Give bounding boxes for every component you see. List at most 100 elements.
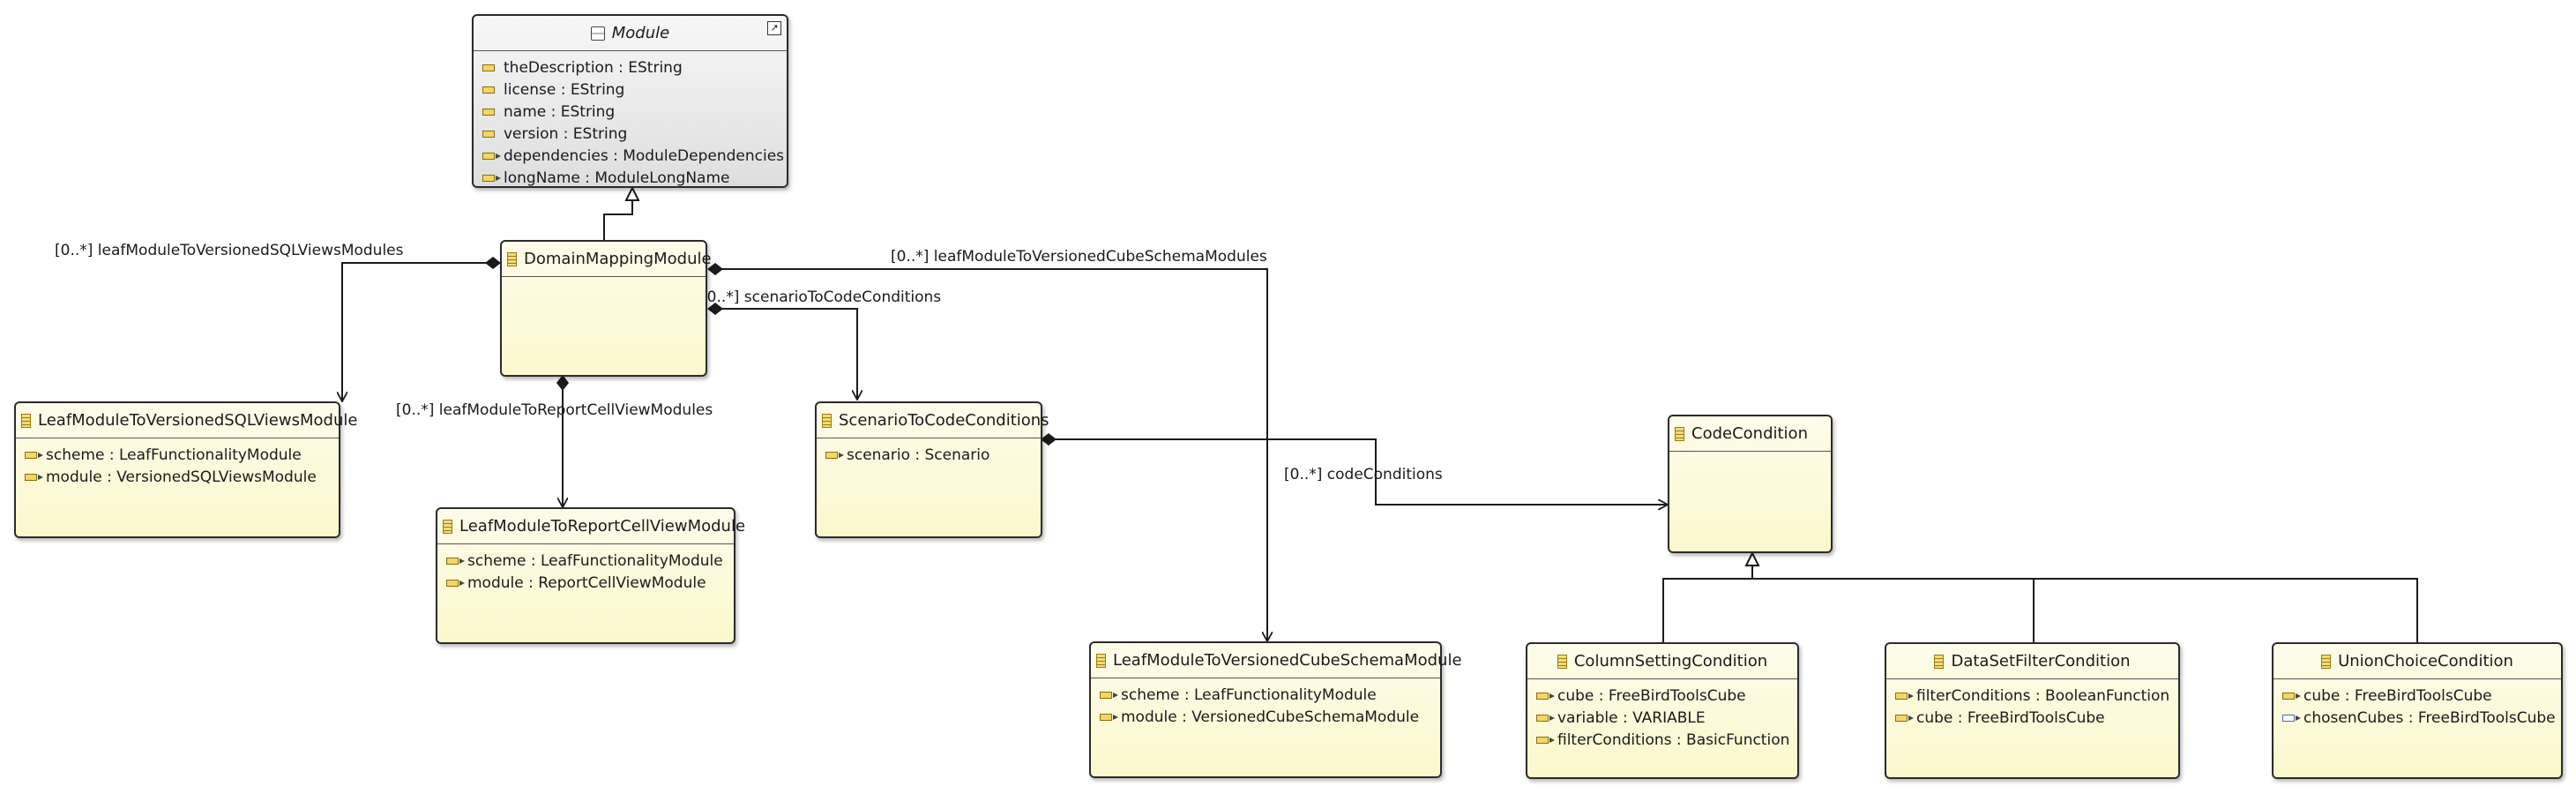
attribute-row[interactable]: filterConditions : BasicFunction (1536, 729, 1789, 751)
class-header: LeafModuleToVersionedCubeSchemaModule (1091, 643, 1462, 678)
assoc-cube-schema-line (720, 268, 1267, 641)
attribute-label: scenario : Scenario (847, 446, 990, 464)
attribute-row[interactable]: module : VersionedSQLViewsModule (25, 466, 330, 488)
class-domain-mapping-module[interactable]: DomainMappingModule (500, 240, 712, 377)
class-name: Module (611, 24, 670, 42)
class-code-condition[interactable]: CodeCondition (1668, 415, 1833, 553)
attribute-row[interactable]: theDescription : EString (482, 56, 778, 79)
attribute-row[interactable]: filterConditions : BooleanFunction (1895, 685, 2169, 707)
attribute-row[interactable]: scheme : LeafFunctionalityModule (25, 444, 330, 466)
reference-icon (1895, 692, 1914, 700)
composition-diamond-cube-schema (707, 263, 723, 275)
attribute-row[interactable]: scenario : Scenario (825, 444, 1032, 466)
attribute-icon (482, 108, 495, 116)
class-icon (2321, 654, 2332, 669)
assoc-label-cube-schema: [0..*] leafModuleToVersionedCubeSchemaMo… (891, 248, 1267, 266)
reference-icon (446, 579, 465, 587)
class-icon (1934, 654, 1945, 669)
class-header: Module (474, 16, 787, 51)
reference-icon (25, 451, 43, 459)
attribute-label: scheme : LeafFunctionalityModule (46, 446, 302, 464)
class-header: UnionChoiceCondition (2274, 644, 2561, 679)
class-header: DataSetFilterCondition (1886, 644, 2178, 679)
attribute-label: longName : ModuleLongName (504, 169, 730, 187)
attribute-list: scheme : LeafFunctionalityModule module … (1091, 678, 1440, 731)
attribute-label: module : VersionedCubeSchemaModule (1121, 708, 1420, 726)
attribute-label: cube : FreeBirdToolsCube (2303, 686, 2492, 705)
attribute-row[interactable]: license : EString (482, 79, 778, 101)
attribute-row[interactable]: scheme : LeafFunctionalityModule (446, 550, 725, 572)
class-name: LeafModuleToVersionedSQLViewsModule (38, 411, 358, 430)
assoc-sql-views-line (342, 262, 490, 401)
class-dataset-filter-condition[interactable]: DataSetFilterCondition filterConditions … (1885, 642, 2180, 779)
attribute-row[interactable]: cube : FreeBirdToolsCube (1895, 707, 2169, 729)
attribute-row[interactable]: cube : FreeBirdToolsCube (2282, 685, 2552, 707)
attribute-label: chosenCubes : FreeBirdToolsCube (2303, 708, 2556, 727)
assoc-label-sql-views: [0..*] leafModuleToVersionedSQLViewsModu… (55, 242, 404, 259)
attribute-row[interactable]: version : EString (482, 123, 778, 145)
attribute-icon (482, 130, 495, 138)
class-header: LeafModuleToReportCellViewModule (437, 509, 745, 544)
attribute-row[interactable]: longName : ModuleLongName (482, 167, 778, 189)
inheritance-union-choice (1752, 578, 2418, 642)
class-icon (21, 413, 31, 428)
attribute-icon (482, 86, 495, 94)
attribute-label: scheme : LeafFunctionalityModule (1121, 685, 1377, 704)
attribute-row[interactable]: name : EString (482, 101, 778, 123)
class-column-setting-condition[interactable]: ColumnSettingCondition cube : FreeBirdTo… (1526, 642, 1799, 779)
class-icon (1557, 654, 1567, 669)
attribute-row[interactable]: scheme : LeafFunctionalityModule (1100, 684, 1431, 706)
attribute-label: cube : FreeBirdToolsCube (1916, 708, 2105, 727)
inheritance-column-setting (1662, 578, 1752, 642)
attribute-row[interactable]: dependencies : ModuleDependencies (482, 145, 784, 167)
class-header: ColumnSettingCondition (1527, 644, 1797, 679)
attribute-list: scheme : LeafFunctionalityModule module … (437, 544, 734, 597)
attribute-label: version : EString (504, 124, 628, 143)
class-header: LeafModuleToVersionedSQLViewsModule (16, 403, 357, 438)
assoc-label-code-conditions: [0..*] codeConditions (1284, 466, 1443, 483)
attribute-label: name : EString (504, 102, 616, 121)
class-leaf-report-cell[interactable]: LeafModuleToReportCellViewModule scheme … (436, 507, 745, 644)
class-scenario-to-code-conditions[interactable]: ScenarioToCodeConditions scenario : Scen… (815, 401, 1049, 538)
attribute-row[interactable]: variable : VARIABLE (1536, 707, 1788, 729)
reference-icon (1536, 736, 1555, 744)
class-leaf-cube-schema[interactable]: LeafModuleToVersionedCubeSchemaModule sc… (1089, 641, 1462, 778)
class-header: ScenarioToCodeConditions (817, 403, 1049, 438)
reference-icon (446, 557, 465, 565)
reference-icon (1100, 691, 1118, 699)
class-name: ColumnSettingCondition (1573, 652, 1768, 670)
attribute-label: variable : VARIABLE (1557, 708, 1706, 727)
class-union-choice-condition[interactable]: UnionChoiceCondition cube : FreeBirdTool… (2272, 642, 2563, 779)
expand-icon[interactable]: ↗ (767, 21, 781, 35)
class-icon (1675, 426, 1684, 441)
attribute-list: cube : FreeBirdToolsCube chosenCubes : F… (2274, 679, 2561, 732)
inheritance-arrowhead-module (624, 185, 640, 201)
reference-icon (825, 451, 844, 459)
attribute-row[interactable]: module : VersionedCubeSchemaModule (1100, 706, 1431, 728)
class-leaf-sql-views[interactable]: LeafModuleToVersionedSQLViewsModule sche… (14, 401, 357, 538)
abstract-class-icon (590, 26, 605, 41)
multi-reference-icon (2282, 714, 2301, 722)
attribute-list: scenario : Scenario (817, 438, 1041, 469)
attribute-label: theDescription : EString (504, 58, 683, 77)
attribute-label: module : ReportCellViewModule (467, 573, 706, 592)
class-icon (507, 251, 517, 266)
assoc-label-report-cell: [0..*] leafModuleToReportCellViewModules (396, 401, 713, 419)
class-name: DomainMappingModule (524, 250, 712, 268)
reference-icon (482, 174, 501, 182)
attribute-row[interactable]: module : ReportCellViewModule (446, 572, 725, 594)
composition-diamond-sql-views (485, 257, 501, 269)
class-icon (443, 519, 452, 534)
reference-icon (25, 473, 43, 481)
attribute-label: filterConditions : BooleanFunction (1916, 686, 2170, 705)
class-header: DomainMappingModule (502, 242, 712, 277)
class-module[interactable]: Module ↗ theDescription : EString licens… (472, 14, 788, 188)
attribute-row[interactable]: cube : FreeBirdToolsCube (1536, 685, 1788, 707)
attribute-list: cube : FreeBirdToolsCube variable : VARI… (1527, 679, 1797, 754)
inheritance-domain-mapping-to-module (603, 199, 633, 240)
assoc-scenario-line (720, 308, 857, 400)
attribute-label: license : EString (504, 80, 625, 99)
attribute-label: dependencies : ModuleDependencies (504, 146, 785, 165)
attribute-row[interactable]: chosenCubes : FreeBirdToolsCube (2282, 707, 2556, 729)
attribute-list: theDescription : EString license : EStri… (474, 51, 787, 192)
